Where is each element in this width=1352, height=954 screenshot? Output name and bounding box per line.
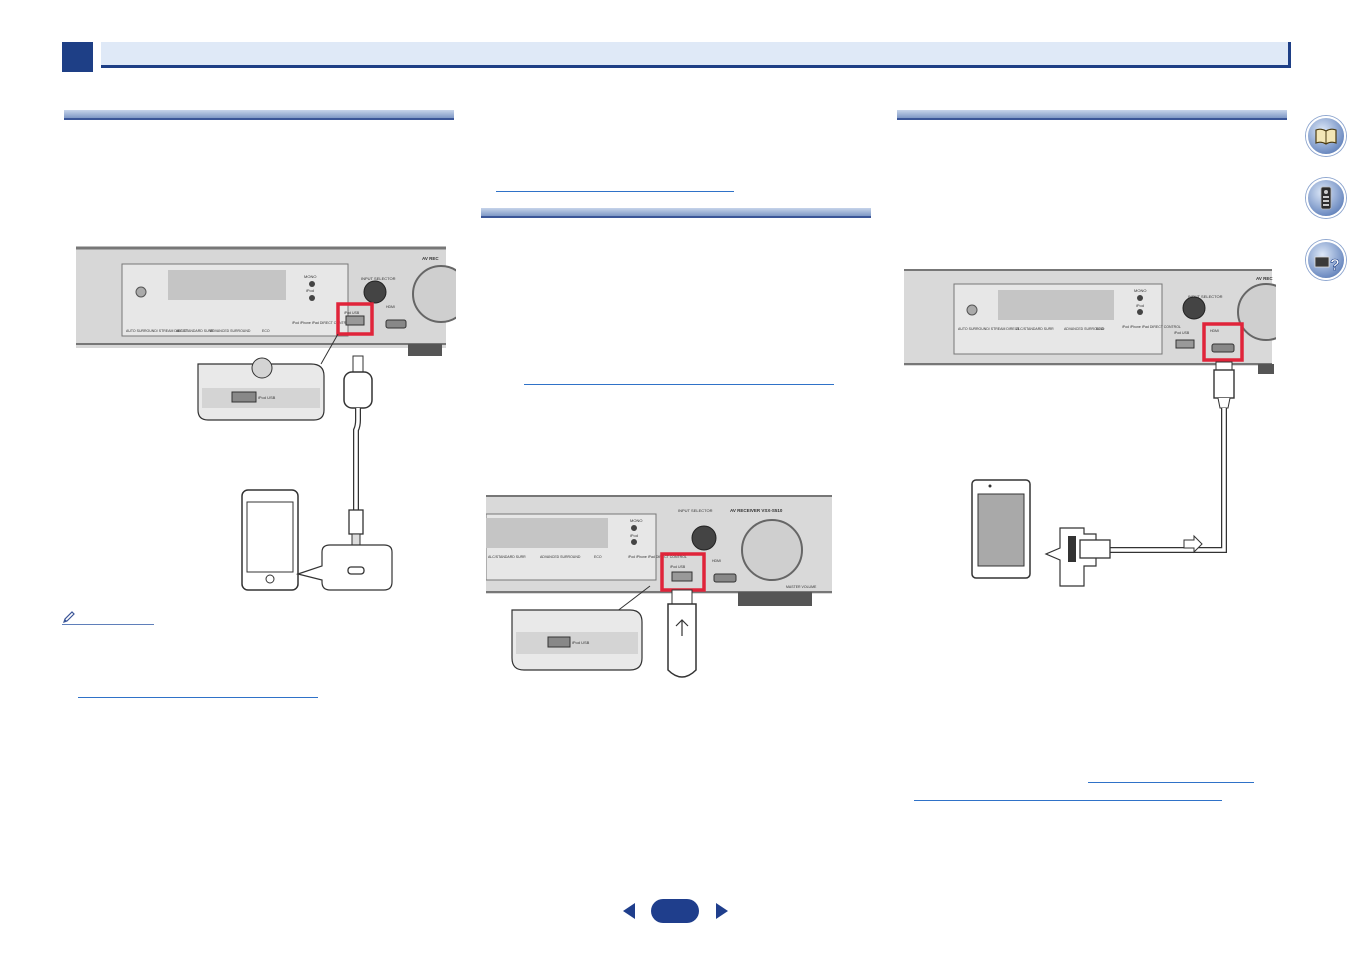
note-rule xyxy=(62,624,154,625)
cross-reference-link[interactable] xyxy=(1088,782,1254,783)
section-heading-bar-ipod xyxy=(64,110,454,120)
panel-label: MONO xyxy=(630,518,642,523)
panel-label: iPod iPhone iPad DIRECT CONTROL xyxy=(1122,325,1181,329)
help-faq-icon[interactable]: ? xyxy=(1306,240,1346,280)
usb-memory-connection-figure: MONO iPod ALC/STANDARD SURR ADVANCED SUR… xyxy=(485,494,836,684)
panel-label: iPod USB xyxy=(344,311,360,315)
chapter-title-bar xyxy=(101,42,1291,68)
ipod-connection-figure: MONO iPod AUTO SURROUND/ STREAM DIRECT A… xyxy=(76,244,470,604)
panel-label: HDMI xyxy=(712,559,721,563)
panel-label: iPod iPhone iPad DIRECT CONTROL xyxy=(628,555,687,559)
panel-label: ADVANCED SURROUND xyxy=(540,555,581,559)
remote-control-icon[interactable] xyxy=(1306,178,1346,218)
panel-label: iPod xyxy=(1136,303,1144,308)
panel-label: HDMI xyxy=(1210,329,1219,333)
panel-label: AV RECEIVER VSX-S510 xyxy=(730,508,783,513)
panel-label: ALC/STANDARD SURR xyxy=(488,555,526,559)
section-heading-bar-mhl xyxy=(897,110,1287,120)
panel-label: MONO xyxy=(1134,288,1146,293)
mhl-device-connection-figure: MONO iPod AUTO SURROUND/ STREAM DIRECT A… xyxy=(904,268,1295,590)
panel-label: ECO xyxy=(1096,327,1104,331)
panel-label: AV REC xyxy=(1256,276,1273,281)
panel-label: ADVANCED SURROUND xyxy=(210,329,251,333)
panel-label: iPod xyxy=(630,533,638,538)
cross-reference-link[interactable] xyxy=(496,191,734,192)
panel-label: ALC/STANDARD SURR xyxy=(176,329,214,333)
next-page-arrow-icon[interactable] xyxy=(713,902,731,920)
manual-book-icon[interactable] xyxy=(1306,116,1346,156)
cross-reference-link[interactable] xyxy=(914,800,1222,801)
panel-label: ADVANCED SURROUND xyxy=(1064,327,1105,331)
panel-label: iPod USB xyxy=(670,565,686,569)
panel-label: iPod xyxy=(306,288,314,293)
section-heading-bar-usb xyxy=(481,208,871,218)
panel-label: MASTER VOLUME xyxy=(786,585,817,589)
panel-label: INPUT SELECTOR xyxy=(1188,294,1223,299)
panel-label: AUTO SURROUND/ STREAM DIRECT xyxy=(126,329,188,333)
panel-label: HDMI xyxy=(386,305,395,309)
cross-reference-link[interactable] xyxy=(78,697,318,698)
previous-page-arrow-icon[interactable] xyxy=(620,902,638,920)
panel-label: MONO xyxy=(304,274,316,279)
svg-text:?: ? xyxy=(1330,257,1340,274)
panel-label: INPUT SELECTOR xyxy=(678,508,713,513)
panel-label: iPod USB xyxy=(258,395,276,400)
panel-label: iPod USB xyxy=(572,640,590,645)
panel-label: iPod USB xyxy=(1174,331,1190,335)
panel-label: AUTO SURROUND/ STREAM DIRECT xyxy=(958,327,1020,331)
panel-label: ECO xyxy=(262,329,270,333)
note-pencil-icon xyxy=(62,610,76,624)
panel-label: iPod iPhone iPad DIRECT CONTROL xyxy=(292,321,351,325)
chapter-number-badge xyxy=(62,42,93,72)
page-number-badge xyxy=(651,899,699,923)
panel-label: INPUT SELECTOR xyxy=(361,276,396,281)
panel-label: ALC/STANDARD SURR xyxy=(1016,327,1054,331)
panel-label: AV REC xyxy=(422,256,439,261)
panel-label: ECO xyxy=(594,555,602,559)
cross-reference-link[interactable] xyxy=(524,384,834,385)
